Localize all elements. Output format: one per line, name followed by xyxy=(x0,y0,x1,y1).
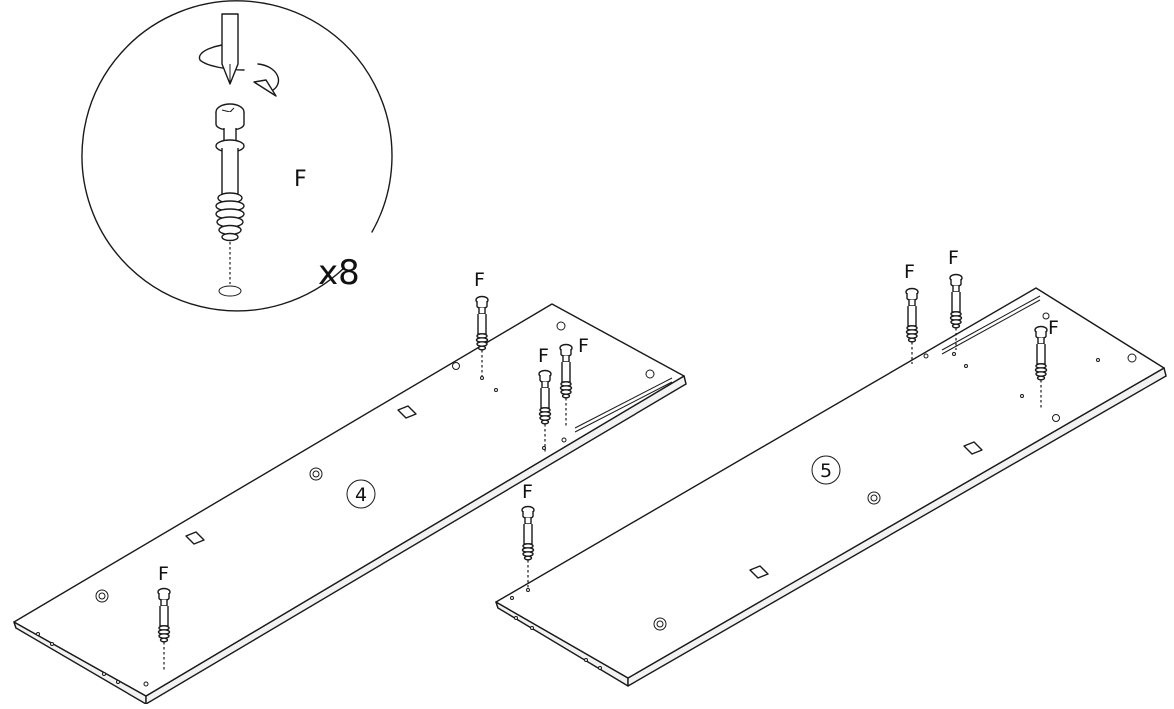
rotate-arrow-icon xyxy=(198,43,280,97)
fitting-b4-5: F xyxy=(521,481,535,590)
board-4-number: 4 xyxy=(355,484,367,506)
fitting-b4-2: F xyxy=(538,345,552,452)
fitting-b5-1: F xyxy=(904,261,919,364)
detail-callout: F x8 xyxy=(81,0,393,312)
detail-part-letter: F xyxy=(294,167,307,192)
cam-bolt-icon xyxy=(215,103,245,242)
detail-circle-outline xyxy=(81,0,393,312)
fitting-b5-2: F xyxy=(948,247,963,350)
fitting-label: F xyxy=(522,481,533,503)
detail-drill-hole xyxy=(218,285,242,297)
board-5: 5 xyxy=(495,287,1167,687)
board-4: 4 xyxy=(13,303,687,705)
detail-quantity: x8 xyxy=(318,253,360,293)
board-5-number: 5 xyxy=(820,460,832,482)
fitting-label: F xyxy=(538,345,549,367)
fitting-b4-1: F xyxy=(474,269,489,376)
fitting-label: F xyxy=(904,261,915,283)
board-5-number-circle xyxy=(811,455,841,485)
fitting-label: F xyxy=(474,269,485,291)
fitting-b4-3: F xyxy=(559,335,589,428)
board-4-number-circle xyxy=(346,479,376,509)
fitting-label: F xyxy=(948,247,959,269)
fitting-label: F xyxy=(578,335,589,357)
screwdriver-icon xyxy=(221,13,239,85)
fitting-label: F xyxy=(158,563,169,585)
fitting-b4-4: F xyxy=(157,563,171,672)
fitting-label: F xyxy=(1048,317,1059,339)
fitting-b5-3: F xyxy=(1034,317,1059,410)
